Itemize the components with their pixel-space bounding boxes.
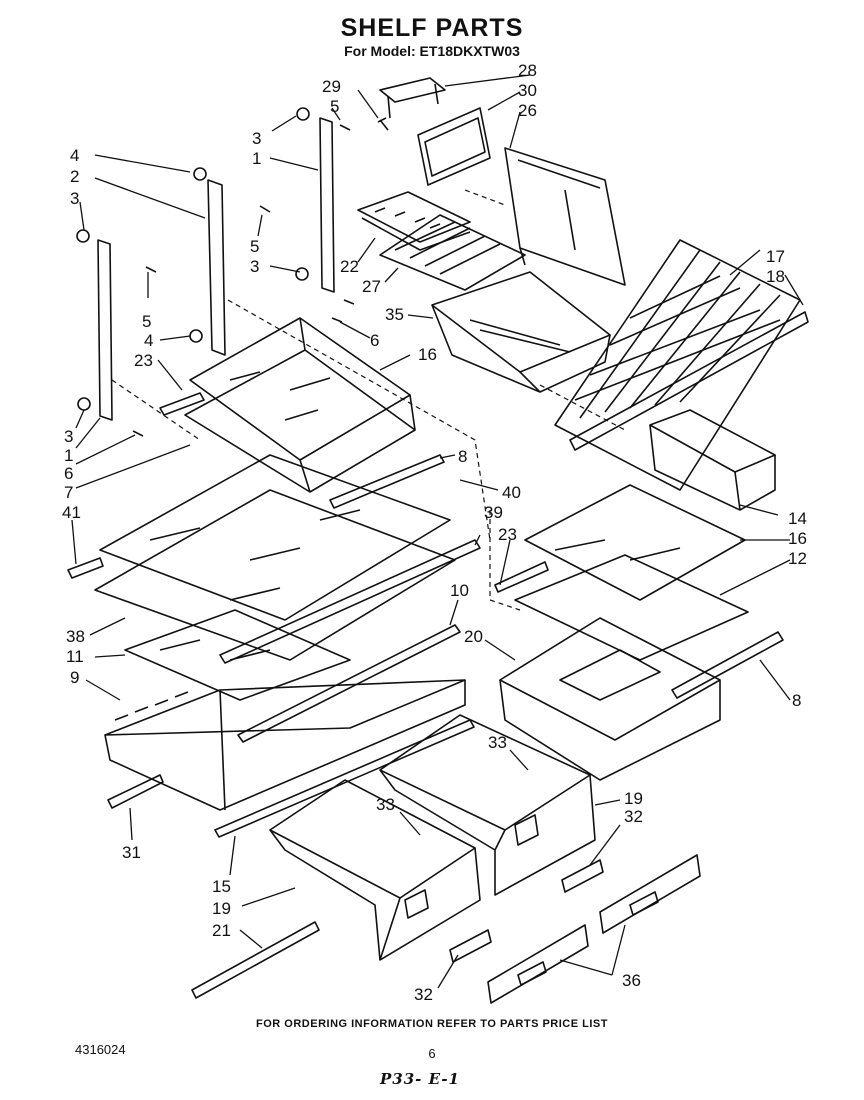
part-rail-2 [207, 179, 226, 356]
callout-1-top: 1 [252, 149, 261, 168]
callout-35: 35 [385, 305, 404, 324]
callout-6-bottom: 6 [64, 464, 73, 483]
part-drawer-front-36-left [487, 924, 589, 1004]
callout-30: 30 [518, 81, 537, 100]
part-glass-shelf-16-upper [184, 317, 416, 493]
callout-1-bottom: 1 [64, 446, 73, 465]
callout-4-top: 4 [70, 146, 79, 165]
part-rail-10 [237, 624, 461, 743]
part-bracket-28 [379, 77, 446, 119]
alignment-lines [111, 189, 626, 611]
callout-29: 29 [322, 77, 341, 96]
part-shelf-frame-12 [514, 554, 749, 661]
callout-18: 18 [766, 267, 785, 286]
callout-8-lower: 8 [792, 691, 801, 710]
part-rail-8-upper [329, 454, 445, 509]
part-glass-shelf-40 [94, 454, 456, 661]
callout-28: 28 [518, 61, 537, 80]
part-meat-pan-20 [499, 617, 721, 781]
part-bracket-clips [76, 107, 355, 437]
part-rail-15 [214, 719, 475, 838]
callout-16-right: 16 [788, 529, 807, 548]
callout-39: 39 [484, 503, 503, 522]
callout-27: 27 [362, 277, 381, 296]
handwritten-mark: P33- E-1 [380, 1070, 460, 1088]
part-rail-8-lower [671, 631, 784, 699]
part-rack-27 [379, 214, 526, 291]
callout-16-upper: 16 [418, 345, 437, 364]
part-pan-35 [431, 271, 611, 393]
part-crisper-cover-11 [124, 609, 351, 701]
callout-3-left: 3 [70, 189, 79, 208]
page-title: SHELF PARTS [340, 14, 524, 42]
callout-17: 17 [766, 247, 785, 266]
part-rod-23-right [494, 561, 549, 593]
part-screw-29 [377, 117, 389, 131]
part-handle-32 [449, 859, 604, 963]
callout-31: 31 [122, 843, 141, 862]
callout-33-left: 33 [376, 795, 395, 814]
callout-labels: 28 29 30 5 26 3 1 4 2 3 5 3 22 27 17 18 … [62, 61, 807, 1004]
part-door-bin-14 [649, 409, 776, 511]
callout-36: 36 [622, 971, 641, 990]
part-crisper-drawer-19-left [269, 779, 481, 961]
page-number: 6 [428, 1046, 436, 1061]
callout-11: 11 [66, 647, 84, 666]
callout-19-left: 19 [212, 899, 231, 918]
callout-26: 26 [518, 101, 537, 120]
part-ice-tray-22 [357, 191, 471, 251]
callout-5-top: 5 [330, 97, 339, 116]
callout-21: 21 [212, 921, 231, 940]
part-door-30 [417, 107, 491, 186]
callout-14: 14 [788, 509, 807, 528]
part-wire-shelf-17 [554, 239, 801, 491]
part-crisper-frame-9 [104, 679, 466, 811]
part-rail-31 [107, 774, 164, 809]
callout-22: 22 [340, 257, 359, 276]
part-rail-21 [191, 921, 320, 999]
callout-3-top: 3 [252, 129, 261, 148]
part-drawer-front-36-right [599, 854, 701, 934]
part-crisper-drawer-19-right [379, 714, 596, 896]
callout-19-right: 19 [624, 789, 643, 808]
callout-4-left: 4 [144, 331, 153, 350]
callout-9: 9 [70, 668, 79, 687]
callout-5-mid: 5 [250, 237, 259, 256]
part-rod-41 [67, 557, 104, 579]
callout-leaders [71, 74, 804, 989]
callout-6-mid: 6 [370, 331, 379, 350]
part-frame-26 [504, 147, 626, 286]
callout-40: 40 [502, 483, 521, 502]
callout-2: 2 [70, 167, 79, 186]
callout-7: 7 [64, 483, 73, 502]
callout-20: 20 [464, 627, 483, 646]
callout-12: 12 [788, 549, 807, 568]
callout-5-left: 5 [142, 312, 151, 331]
callout-15: 15 [212, 877, 231, 896]
part-rail-1-upper [319, 117, 335, 293]
callout-10: 10 [450, 581, 469, 600]
part-rod-23 [159, 392, 205, 416]
callout-41: 41 [62, 503, 81, 522]
ordering-note: FOR ORDERING INFORMATION REFER TO PARTS … [256, 1018, 608, 1030]
document-number: 4316024 [75, 1042, 126, 1057]
callout-38: 38 [66, 627, 85, 646]
callout-3-bottom: 3 [64, 427, 73, 446]
callout-8-upper: 8 [458, 447, 467, 466]
model-subtitle: For Model: ET18DKXTW03 [344, 43, 520, 59]
part-rail-39 [219, 539, 481, 664]
callout-32-left: 32 [414, 985, 433, 1004]
part-rail-1-lower [97, 239, 113, 421]
callout-32-right: 32 [624, 807, 643, 826]
callout-23-right: 23 [498, 525, 517, 544]
part-shelf-rail-18 [569, 311, 809, 451]
callout-33-right: 33 [488, 733, 507, 752]
callout-23-upper: 23 [134, 351, 153, 370]
callout-3-mid: 3 [250, 257, 259, 276]
